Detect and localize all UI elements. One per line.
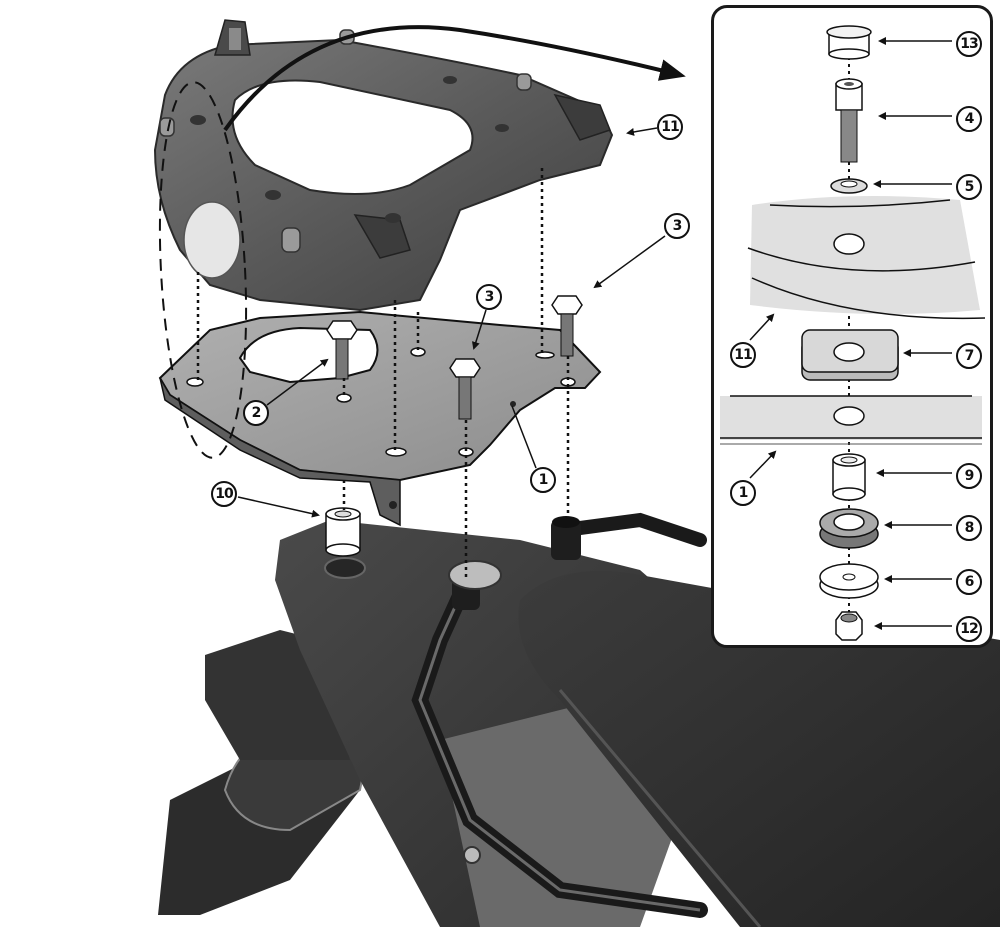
callout-4: 4 [956, 106, 982, 132]
grommet-part-8 [819, 508, 879, 549]
callout-12: 12 [956, 616, 982, 642]
callout-11-inset: 11 [730, 342, 756, 368]
callout-2: 2 [243, 400, 269, 426]
detail-inset-panel: 13 4 5 11 7 1 9 8 6 12 [711, 5, 993, 648]
callout-3-center: 3 [476, 284, 502, 310]
bolt-part-3-center [449, 358, 481, 420]
detail-arrow [223, 25, 686, 132]
callout-11: 11 [657, 114, 683, 140]
bolt-part-3-right [551, 295, 583, 357]
callout-8: 8 [956, 515, 982, 541]
callout-1-inset: 1 [730, 480, 756, 506]
rack-casting-part-11 [153, 19, 614, 312]
rubber-pad-part-7 [801, 329, 899, 381]
spacer-part-10 [325, 507, 361, 557]
leader-lines-inset [749, 37, 952, 630]
casting-section-part-11 [750, 196, 980, 314]
screw-part-4 [835, 78, 863, 163]
cap-part-13 [826, 25, 872, 60]
callout-10: 10 [211, 481, 237, 507]
motorcycle-rear [158, 512, 1000, 927]
callout-13: 13 [956, 31, 982, 57]
callout-9: 9 [956, 463, 982, 489]
alignment-lines [196, 168, 570, 580]
large-washer-part-6 [819, 563, 879, 599]
highlight-ellipse [158, 81, 248, 459]
callout-7: 7 [956, 343, 982, 369]
callout-1: 1 [530, 467, 556, 493]
washer-part-5 [830, 178, 868, 194]
bushing-part-9 [832, 453, 866, 501]
callout-3-right: 3 [664, 213, 690, 239]
inset-exploded-stack [720, 25, 986, 641]
bolt-part-2 [326, 320, 358, 380]
callout-6: 6 [956, 569, 982, 595]
callout-5: 5 [956, 174, 982, 200]
leader-lines-main [237, 127, 666, 518]
nut-part-12 [835, 611, 863, 641]
